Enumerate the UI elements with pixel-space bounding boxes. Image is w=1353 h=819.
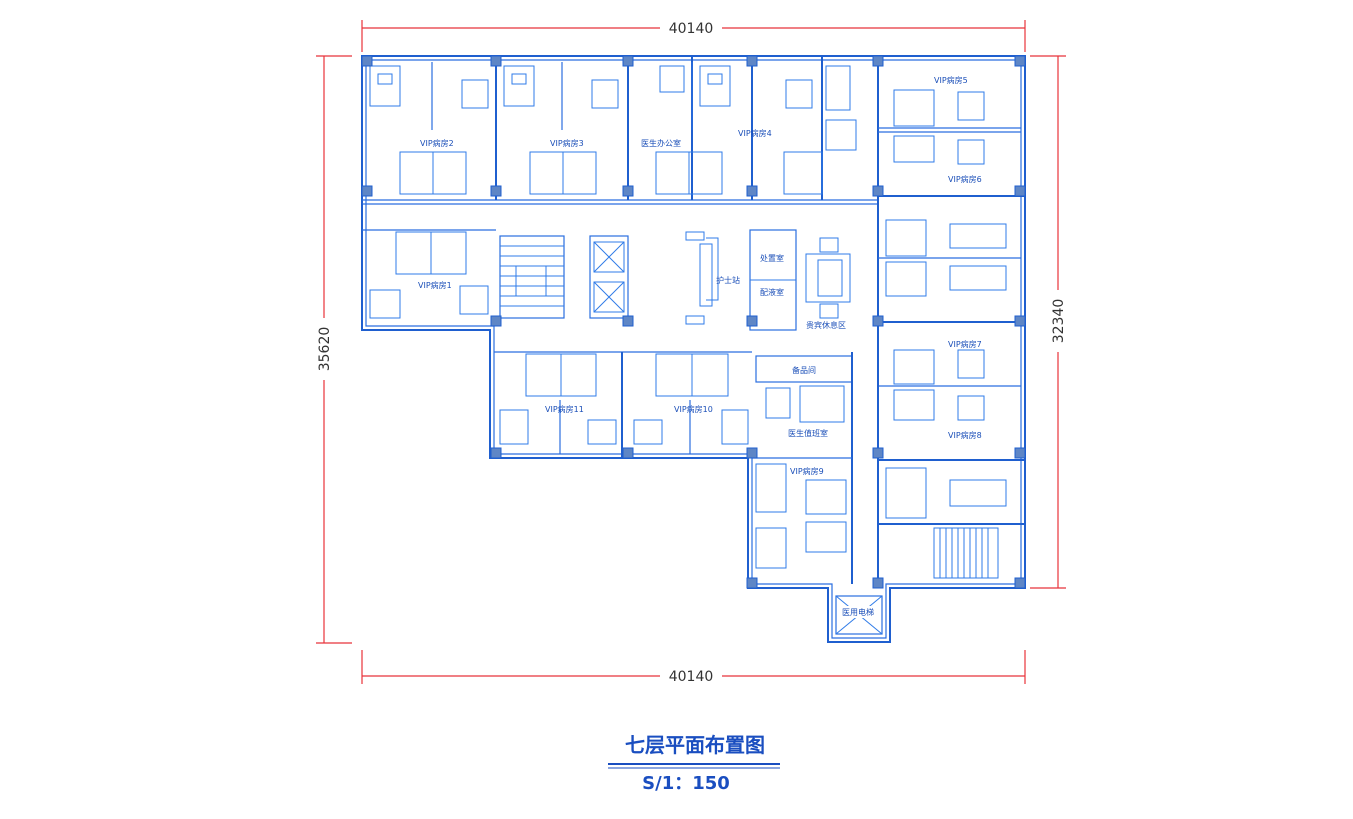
dimension-left-label: 35620 [317, 327, 333, 372]
room-label-vip1: VIP病房1 [418, 280, 452, 290]
columns [361, 55, 1026, 589]
building-outline [361, 55, 1026, 643]
room-label-lounge: 贵宾休息区 [806, 320, 846, 330]
room-label-vip2: VIP病房2 [420, 138, 454, 148]
room-label-storage: 备品间 [792, 365, 816, 375]
top-row-furniture [369, 65, 857, 151]
room-label-vip10: VIP病房10 [674, 404, 713, 414]
room-label-nurse-station: 护士站 [716, 275, 740, 285]
lower-middle-rooms [752, 352, 883, 635]
room-label-vip5: VIP病房5 [934, 75, 968, 85]
room-label-vip8: VIP病房8 [948, 430, 982, 440]
dimension-bottom-label: 40140 [669, 669, 714, 685]
dimension-right-label: 32340 [1051, 299, 1067, 344]
room-label-vip7: VIP病房7 [948, 339, 982, 349]
room-label-duty-room: 医生值班室 [788, 428, 828, 438]
room-label-vip6: VIP病房6 [948, 174, 982, 184]
room-label-medical-elevator: 医用电梯 [842, 607, 874, 617]
dimension-left: 35620 [314, 55, 352, 644]
room-label-dispensary: 配液室 [760, 287, 784, 297]
room-label-vip11: VIP病房11 [545, 404, 584, 414]
drawing-scale: S/1：150 [642, 773, 730, 794]
lower-left-rooms [494, 351, 752, 458]
dimension-top: 40140 [361, 18, 1026, 52]
center-core [361, 204, 851, 331]
room-label-treatment: 处置室 [760, 253, 784, 263]
room-label-doctor-office: 医生办公室 [641, 138, 681, 148]
drawing-title: 七层平面布置图 [625, 733, 765, 757]
room-label-vip4: VIP病房4 [738, 128, 772, 138]
dimension-top-label: 40140 [669, 21, 714, 37]
room-label-vip9: VIP病房9 [790, 466, 824, 476]
right-wing [877, 89, 1025, 584]
dimension-bottom: 40140 [361, 650, 1026, 686]
room-label-vip3: VIP病房3 [550, 138, 584, 148]
dimension-right: 32340 [1030, 55, 1068, 589]
